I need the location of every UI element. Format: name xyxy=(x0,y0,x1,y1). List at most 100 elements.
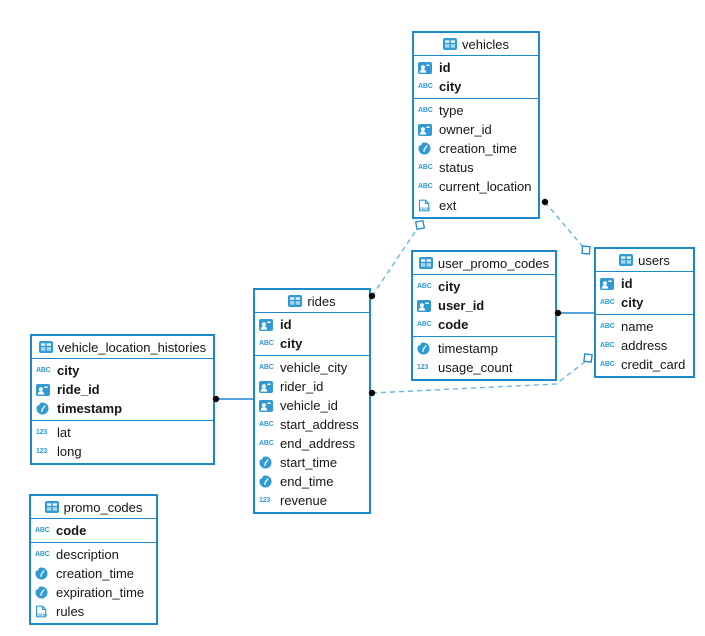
svg-text:JSON: JSON xyxy=(36,612,47,617)
column-name: vehicle_id xyxy=(280,398,338,413)
table-header[interactable]: promo_codes xyxy=(31,496,156,519)
column-name: city xyxy=(57,363,80,378)
text-type-icon: ABC xyxy=(36,367,51,374)
table-header[interactable]: user_promo_codes xyxy=(413,252,555,275)
id-type-icon xyxy=(600,277,614,290)
table-icon xyxy=(288,295,303,307)
column-name: city xyxy=(439,79,462,94)
column-name: ext xyxy=(439,198,457,213)
column-name: type xyxy=(439,103,464,118)
number-type-icon: 123 xyxy=(417,364,429,371)
column-name: city xyxy=(280,336,303,351)
table-header[interactable]: rides xyxy=(255,290,369,313)
table-title: users xyxy=(638,252,670,268)
table-icon xyxy=(619,254,634,266)
text-type-icon: ABC xyxy=(259,340,274,347)
text-type-icon: ABC xyxy=(418,107,433,114)
table-header[interactable]: users xyxy=(596,249,693,272)
relationship-line-vehicles-to-users xyxy=(544,201,584,248)
column-name: code xyxy=(56,523,87,538)
column-name: long xyxy=(57,444,82,459)
table-icon xyxy=(38,341,53,353)
column-row: expiration_time xyxy=(31,583,156,602)
key-columns-section: ABC city ride_id timestamp xyxy=(32,359,213,420)
connector-diamond xyxy=(583,353,593,363)
columns-section: timestamp 123 usage_count xyxy=(413,336,555,379)
column-name: id xyxy=(621,276,633,291)
column-name: start_address xyxy=(280,417,359,432)
number-type-icon: 123 xyxy=(36,448,48,455)
column-row: owner_id xyxy=(414,120,538,139)
column-name: end_time xyxy=(280,474,334,489)
column-row: ABC end_address xyxy=(255,434,369,453)
column-row: ABC type xyxy=(414,101,538,120)
column-name: id xyxy=(439,60,451,75)
text-type-icon: ABC xyxy=(600,323,615,330)
key-column-row: ABC city xyxy=(255,334,369,353)
text-type-icon: ABC xyxy=(259,440,274,447)
text-type-icon: ABC xyxy=(35,551,50,558)
column-name: timestamp xyxy=(57,401,123,416)
table-icon xyxy=(418,257,433,269)
id-type-icon xyxy=(259,399,273,412)
column-name: rider_id xyxy=(280,379,324,394)
id-type-icon xyxy=(418,61,432,74)
column-name: usage_count xyxy=(438,360,513,375)
key-column-row: timestamp xyxy=(32,399,213,418)
connector-diamond xyxy=(414,219,426,231)
column-name: code xyxy=(438,317,469,332)
column-name: city xyxy=(438,279,461,294)
column-row: 123 long xyxy=(32,442,213,461)
column-name: current_location xyxy=(439,179,532,194)
id-type-icon xyxy=(259,380,273,393)
column-name: end_address xyxy=(280,436,356,451)
column-name: expiration_time xyxy=(56,585,145,600)
text-type-icon: ABC xyxy=(259,364,274,371)
column-name: rules xyxy=(56,604,85,619)
svg-text:JSON: JSON xyxy=(419,206,430,211)
time-type-icon xyxy=(259,456,272,469)
column-name: id xyxy=(280,317,292,332)
number-type-icon: 123 xyxy=(259,497,271,504)
key-column-row: ride_id xyxy=(32,380,213,399)
connector-dot xyxy=(541,198,549,206)
column-name: revenue xyxy=(280,493,327,508)
time-type-icon xyxy=(418,142,431,155)
number-type-icon: 123 xyxy=(36,429,48,436)
json-type-icon: JSON xyxy=(35,605,47,618)
column-name: start_time xyxy=(280,455,338,470)
table-header[interactable]: vehicle_location_histories xyxy=(32,336,213,359)
key-column-row: id xyxy=(414,58,538,77)
table-title: rides xyxy=(307,293,336,309)
column-row: vehicle_id xyxy=(255,396,369,415)
table-header[interactable]: vehicles xyxy=(414,33,538,56)
id-type-icon xyxy=(417,299,431,312)
key-column-row: ABC code xyxy=(413,315,555,334)
column-row: timestamp xyxy=(413,339,555,358)
table-title: vehicle_location_histories xyxy=(57,339,207,355)
key-column-row: id xyxy=(596,274,693,293)
text-type-icon: ABC xyxy=(417,321,432,328)
column-name: status xyxy=(439,160,474,175)
id-type-icon xyxy=(418,123,432,136)
column-name: creation_time xyxy=(56,566,135,581)
text-type-icon: ABC xyxy=(418,83,433,90)
